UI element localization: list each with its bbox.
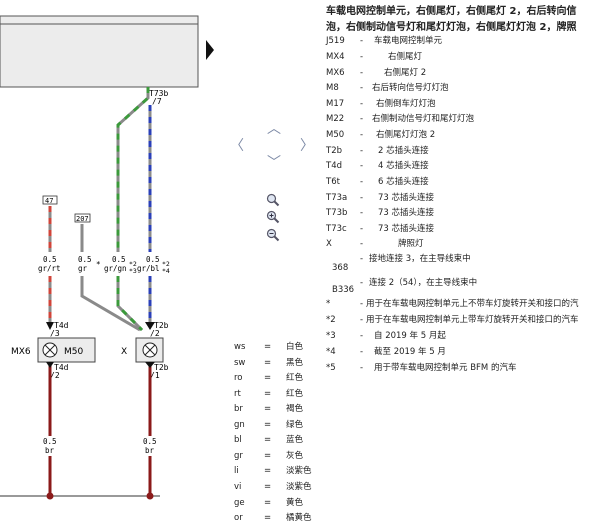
wire-gr-gn-stripe <box>116 87 150 252</box>
box-47 <box>42 195 58 205</box>
box-47-label: 47 <box>45 197 53 205</box>
pan-up-icon[interactable]: ︿ <box>267 121 281 137</box>
wire-gr-lower <box>80 276 141 332</box>
ground-label-bg-left <box>40 436 60 456</box>
t4d-bottom-label: T4d <box>54 363 69 372</box>
ground-node-left <box>46 492 54 500</box>
wire-gr-gn <box>116 87 150 252</box>
ground-label-size-left: 0.5 <box>43 437 57 446</box>
wire-label-color-3: gr/gn <box>104 264 127 273</box>
wire-gr-gn-lower-stripe <box>116 276 144 332</box>
arrow-t2b-icon <box>145 322 155 330</box>
star-mark-2: *2 <box>129 260 137 268</box>
control-unit-block <box>0 15 199 88</box>
ground-label-color-right: br <box>145 446 155 455</box>
wire-label-color-4: gr/bl <box>137 264 160 273</box>
x-label: X <box>121 347 127 357</box>
pan-down-icon[interactable]: ﹀ <box>267 155 281 171</box>
ground-label-color-left: br <box>45 446 55 455</box>
mx6-label: MX6 <box>11 347 31 357</box>
wire-label-size-3: 0.5 <box>112 255 126 264</box>
pan-left-icon[interactable]: 〈 <box>230 138 244 154</box>
wire-label-color-2: gr <box>78 264 88 273</box>
zoom-out-icon[interactable] <box>266 228 280 242</box>
star-mark-5: *4 <box>162 267 170 275</box>
pan-right-icon[interactable]: 〉 <box>300 138 314 154</box>
t2b-top-pin: /2 <box>150 329 160 338</box>
t2b-bottom-label: T2b <box>154 363 169 372</box>
ground-label-bg-right <box>140 436 160 456</box>
star-mark-4: *2 <box>162 260 170 268</box>
continue-arrow-icon <box>206 40 214 60</box>
connector-t73b-label: T73b <box>149 89 168 98</box>
box-207-label: 207 <box>76 215 89 223</box>
star-mark-3: *3 <box>129 267 137 275</box>
arrow-ground-right-icon <box>145 362 155 368</box>
page-title-line-2: 泡，右侧制动信号灯和尾灯灯泡，右侧尾灯灯泡 2，牌照 <box>326 22 577 33</box>
wire-label-size-4: 0.5 <box>146 255 160 264</box>
arrow-ground-left-icon <box>46 362 54 368</box>
t4d-bottom-pin: /2 <box>50 371 60 380</box>
wire-gr-gn-lower <box>116 276 144 332</box>
ground-node-right <box>146 492 154 500</box>
wire-labels: 0.5 gr/rt 0.5 gr 0.5 gr/gn 0.5 gr/bl * *… <box>38 255 170 275</box>
m50-label: M50 <box>64 347 83 357</box>
t2b-bottom-pin: /1 <box>150 371 160 380</box>
wire-label-size-1: 0.5 <box>43 255 57 264</box>
wire-label-color-1: gr/rt <box>38 264 61 273</box>
zoom-fit-icon[interactable] <box>266 193 280 207</box>
ground-label-size-right: 0.5 <box>143 437 157 446</box>
zoom-in-icon[interactable] <box>266 210 280 224</box>
t4d-top-label: T4d <box>54 321 69 330</box>
box-207 <box>74 213 91 223</box>
connector-t73b-pin: /7 <box>152 97 162 106</box>
t2b-top-label: T2b <box>154 321 169 330</box>
arrow-t4d-icon <box>46 322 54 330</box>
t4d-top-pin: /3 <box>50 329 60 338</box>
page-title-line-1: 车载电网控制单元，右侧尾灯，右侧尾灯 2，右后转向信 <box>326 6 577 17</box>
wire-label-size-2: 0.5 <box>78 255 92 264</box>
star-mark-1: * <box>96 260 101 269</box>
